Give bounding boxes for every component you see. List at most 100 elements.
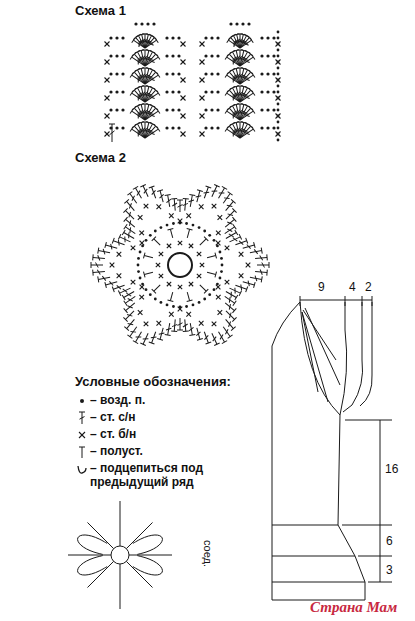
dimension-number: 9 [318, 280, 325, 294]
cross-line [79, 432, 85, 438]
stitch-slash [247, 244, 251, 250]
double-crochet-symbol [79, 412, 85, 424]
cross-line [169, 312, 174, 317]
chain-dot [177, 108, 180, 111]
cross-line [181, 132, 186, 137]
stitch-stem [143, 186, 148, 197]
stitch-slash [80, 417, 85, 420]
cross-line [169, 213, 174, 218]
chain-dot [221, 264, 224, 267]
cross-line [181, 60, 186, 65]
chain-dot [137, 257, 140, 260]
garment-outline [343, 302, 363, 412]
stitch-bar [157, 190, 163, 192]
chain-dot [277, 49, 280, 52]
double-crochet-symbol [122, 230, 135, 241]
stitch-slash [136, 191, 142, 196]
spoke-line [120, 564, 121, 609]
stitch-bar [222, 341, 227, 344]
chain-dot [166, 224, 169, 227]
chain-dot [115, 108, 118, 111]
legend-text: – возд. п. [90, 393, 225, 407]
chain-dot [260, 72, 263, 75]
stitch-bar [149, 342, 155, 344]
dimension-number: 6 [386, 534, 393, 548]
stitch-stem [212, 186, 217, 197]
cross-line [181, 78, 186, 83]
cross-line [212, 322, 217, 327]
chain-dot [160, 226, 163, 229]
stitch-stem [124, 292, 134, 298]
single-crochet-symbol [200, 60, 205, 65]
dimension-number: 4 [349, 280, 356, 294]
dimension-number: 2 [365, 280, 372, 294]
double-crochet-symbol [171, 319, 178, 331]
stitch-bar [197, 339, 203, 341]
chain-dot [208, 293, 211, 296]
stitch-bar [252, 127, 255, 132]
stitch-bar [187, 228, 193, 230]
stitch-stem [120, 288, 131, 293]
stitch-slash [128, 297, 133, 303]
cross-line [276, 114, 281, 119]
stitch-bar [124, 199, 129, 203]
chain-dot [229, 22, 232, 25]
cross-line [181, 42, 186, 47]
cross-line [167, 282, 171, 286]
cross-line [197, 252, 201, 256]
chain-dot [277, 55, 280, 58]
double-crochet-symbol [143, 55, 160, 69]
single-crochet-symbol [276, 114, 281, 119]
stitch-stem [143, 333, 148, 344]
chain-dot [266, 108, 269, 111]
double-crochet-symbol [140, 185, 151, 198]
stitch-bar [197, 190, 203, 192]
chain-dot [266, 36, 269, 39]
stitch-bar [204, 289, 208, 293]
chain-dot [141, 283, 144, 286]
stitch-stem [187, 292, 189, 301]
stitch-stem [145, 93, 158, 102]
dimension-tick [342, 525, 392, 526]
cross-line [239, 273, 244, 278]
stitch-bar [92, 270, 94, 276]
half-double-symbol [198, 283, 209, 294]
single-crochet-symbol [246, 263, 251, 268]
double-crochet-symbol [140, 332, 151, 345]
cross-line [200, 60, 205, 65]
double-crochet-symbol [187, 195, 195, 208]
dimension-tick [345, 296, 346, 306]
cross-line [181, 78, 186, 83]
stitch-stem [145, 40, 157, 48]
chain-dot [171, 126, 174, 129]
stitch-slash [149, 94, 155, 100]
cross-line [105, 78, 110, 83]
single-crochet-symbol [181, 132, 186, 137]
stitch-slash [227, 203, 233, 208]
spoke-line [120, 501, 121, 546]
cross-line [105, 60, 110, 65]
stitch-bar [157, 91, 160, 96]
chain-dot [216, 126, 219, 129]
cross-line [216, 295, 221, 300]
stitch-slash [244, 58, 250, 64]
double-crochet-symbol [157, 327, 166, 340]
cross-line [169, 213, 174, 218]
cross-line [131, 246, 136, 251]
double-crochet-symbol [187, 323, 195, 336]
spoke-line [129, 555, 172, 556]
stitch-slash [260, 255, 263, 260]
cross-line [199, 204, 204, 209]
cross-line [167, 282, 171, 286]
chain-dot [115, 54, 118, 57]
double-crochet-symbol [238, 88, 253, 104]
stitch-bar [233, 301, 236, 306]
stitch-bar [152, 237, 156, 241]
cross-line [139, 231, 144, 236]
cross-line [200, 78, 205, 83]
chain-dot [165, 126, 168, 129]
stitch-bar [109, 124, 115, 125]
cross-line [181, 132, 186, 137]
stitch-slash [212, 189, 218, 194]
